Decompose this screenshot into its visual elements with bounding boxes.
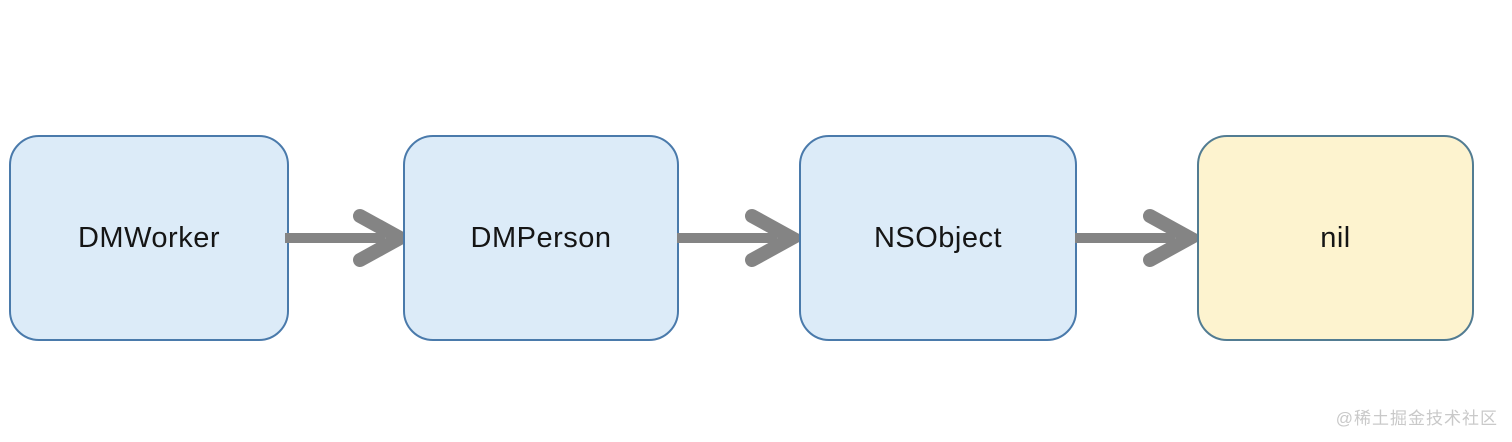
node-dmworker: DMWorker xyxy=(9,135,289,341)
node-nsobject: NSObject xyxy=(799,135,1077,341)
arrow-right-icon xyxy=(285,209,407,267)
node-nsobject-label: NSObject xyxy=(873,221,1003,254)
watermark: @稀土掘金技术社区 xyxy=(1335,409,1498,428)
node-nil-label: nil xyxy=(1320,221,1351,254)
node-nil: nil xyxy=(1197,135,1474,341)
arrow-right-icon xyxy=(1075,209,1197,267)
node-dmperson-label: DMPerson xyxy=(470,221,612,254)
node-dmperson: DMPerson xyxy=(403,135,679,341)
arrow-right-icon xyxy=(677,209,799,267)
node-dmworker-label: DMWorker xyxy=(77,221,221,254)
